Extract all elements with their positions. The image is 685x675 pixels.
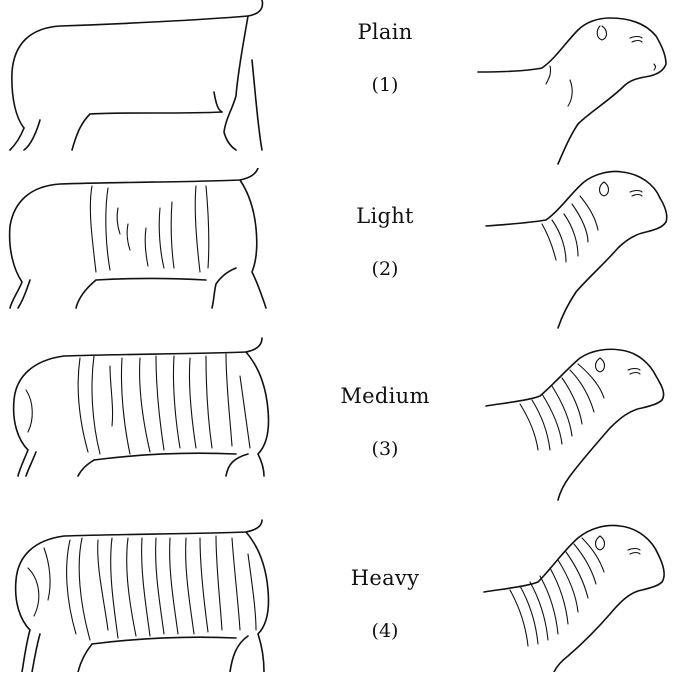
sheep-body-light-drawing: [0, 168, 300, 336]
grade-label: Heavy: [300, 566, 470, 590]
grade-row-heavy: Heavy (4): [0, 504, 685, 672]
grade-label: Medium: [300, 384, 470, 408]
sheep-body-medium-drawing: [0, 336, 300, 504]
sheep-head-light-drawing: [470, 168, 685, 336]
sheep-head-heavy-drawing: [470, 504, 685, 672]
grade-number: (4): [300, 620, 470, 642]
sheep-body-heavy-drawing: [0, 504, 300, 672]
grade-number: (3): [300, 438, 470, 460]
sheep-head-plain-drawing: [470, 0, 685, 168]
sheep-body-plain-drawing: [0, 0, 300, 168]
grade-label: Light: [300, 204, 470, 228]
grade-row-medium: Medium (3): [0, 336, 685, 504]
sheep-head-medium-drawing: [470, 336, 685, 504]
grade-row-light: Light (2): [0, 168, 685, 336]
grade-number: (1): [300, 74, 470, 96]
grade-number: (2): [300, 258, 470, 280]
grade-label: Plain: [300, 20, 470, 44]
grade-row-plain: Plain (1): [0, 0, 685, 168]
